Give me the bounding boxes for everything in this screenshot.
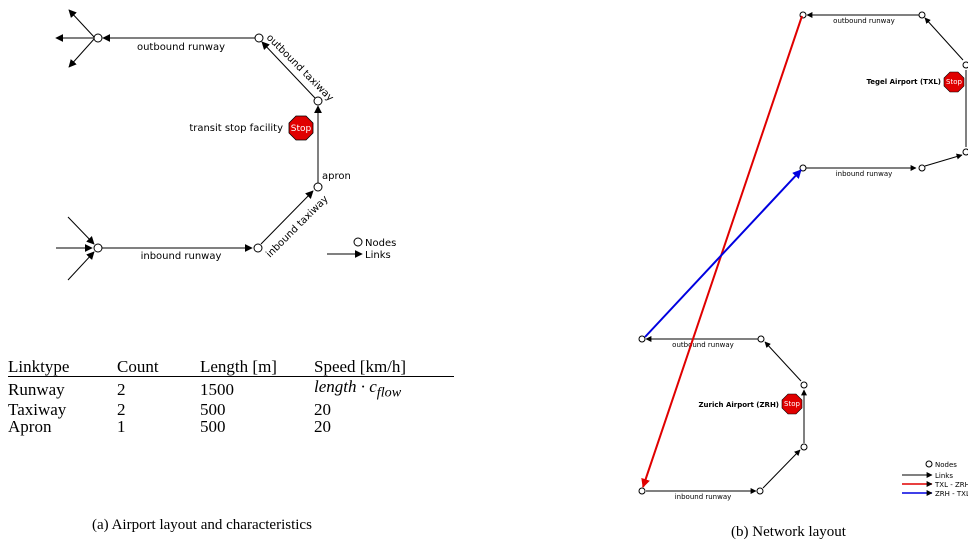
transit-stop-facility-label: transit stop facility (189, 123, 283, 134)
node (757, 335, 765, 343)
txl-stop-sign-label: Stop (946, 78, 962, 86)
table-cell: Apron (8, 417, 52, 437)
table-cell: 20 (314, 417, 331, 437)
legend-links-label: Links (365, 250, 391, 261)
zrh-stop-sign-icon: Stop (781, 393, 803, 415)
table-header-cell: Count (117, 357, 159, 376)
zrh-outbound-runway-label: outbound runway (672, 341, 734, 349)
table-cell: 2 (117, 380, 126, 400)
txl-inbound-runway-label: inbound runway (836, 170, 893, 178)
node (918, 164, 926, 172)
zrh-airport-name: Zurich Airport (ZRH) (698, 401, 779, 409)
speed-formula-base: length · c (314, 377, 377, 396)
legend-node-icon (353, 237, 363, 247)
legend-a: Nodes Links (327, 237, 396, 261)
caption-a: (a) Airport layout and characteristics (92, 517, 312, 533)
node (313, 96, 323, 106)
panel-b-diagram: outbound runway inbound runway Tegel Air… (638, 11, 968, 501)
table-header-row: Linktype Count Length [m] Speed [km/h] (8, 358, 454, 377)
speed-formula-cell: length · cflow (314, 377, 454, 402)
table-header-cell: Speed [km/h] (314, 357, 407, 376)
inbound-runway-label: inbound runway (141, 251, 222, 262)
table-row: Apron 1 500 20 (8, 418, 454, 435)
outbound-taxiway-label: outbound taxiway (264, 32, 335, 103)
zrh-inbound-runway-label: inbound runway (675, 493, 732, 501)
txl-inbound-taxiway-link (924, 153, 963, 167)
table-cell: Runway (8, 380, 65, 400)
txl-outbound-runway-label: outbound runway (833, 17, 895, 25)
txl-airport-name: Tegel Airport (TXL) (866, 78, 941, 86)
table-row: Taxiway 2 500 20 (8, 401, 454, 418)
txl-zrh-link (641, 15, 803, 488)
zrh-txl-link (644, 169, 802, 338)
txl-stop-sign-icon: Stop (943, 71, 965, 93)
txl-outbound-taxiway-link (924, 17, 964, 61)
node (918, 11, 926, 19)
zrh-stop-sign-label: Stop (784, 400, 800, 408)
node (253, 243, 263, 253)
table-cell: 1500 (200, 380, 234, 400)
legend-txl-zrh-label: TXL - ZRH (934, 481, 968, 489)
table-header-cell: Linktype (8, 357, 70, 376)
table-row: Runway 2 1500 length · cflow (8, 377, 454, 402)
linktype-table: Linktype Count Length [m] Speed [km/h] R… (8, 358, 454, 435)
apron-label: apron (322, 171, 351, 182)
legend-b: Nodes Links TXL - ZRH ZRH - TXL (902, 460, 968, 498)
node (93, 243, 103, 253)
zrh-outbound-taxiway-link (764, 341, 802, 382)
fan-out-link-down (68, 37, 96, 68)
legend-node-icon (925, 460, 933, 468)
node (800, 381, 808, 389)
table-cell: 2 (117, 400, 126, 420)
stop-sign-label: Stop (291, 124, 312, 134)
node (962, 148, 968, 156)
inbound-taxiway-label: inbound taxiway (264, 194, 330, 260)
node (93, 33, 103, 43)
outbound-runway-label: outbound runway (137, 42, 225, 53)
stop-sign-icon: Stop (288, 115, 314, 141)
table-cell: 500 (200, 400, 226, 420)
node (638, 335, 646, 343)
inbound-taxiway-link (260, 190, 314, 245)
legend-links-label: Links (935, 472, 953, 480)
node (313, 182, 323, 192)
table-cell: 500 (200, 417, 226, 437)
node (800, 443, 808, 451)
fan-out-link-up (68, 9, 96, 39)
fan-in-link-up (67, 216, 95, 245)
legend-nodes-label: Nodes (935, 461, 957, 469)
table-cell: Taxiway (8, 400, 67, 420)
legend-nodes-label: Nodes (365, 238, 396, 249)
table-cell: 1 (117, 417, 126, 437)
fan-in-link-down (67, 251, 95, 281)
caption-b: (b) Network layout (731, 524, 846, 540)
node (254, 33, 264, 43)
node (638, 487, 646, 495)
speed-formula-subscript: flow (376, 384, 402, 401)
table-cell: 20 (314, 400, 331, 420)
zrh-inbound-taxiway-link (762, 449, 801, 489)
node (962, 61, 968, 69)
outbound-taxiway-link (261, 41, 316, 99)
legend-zrh-txl-label: ZRH - TXL (935, 490, 968, 498)
node (756, 487, 764, 495)
table-header-cell: Length [m] (200, 357, 277, 376)
panel-a-diagram: outbound runway outbound taxiway transit… (55, 9, 396, 281)
